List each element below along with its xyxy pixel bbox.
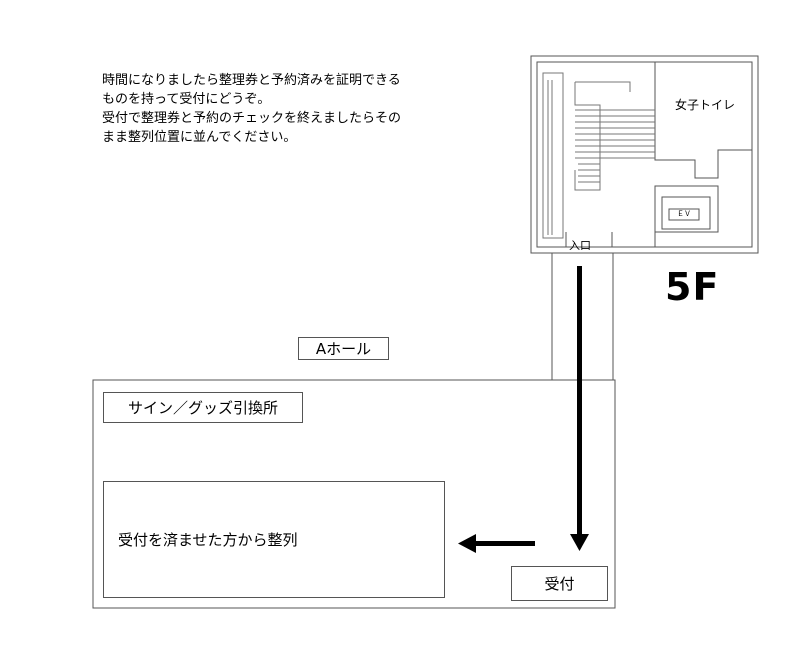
down-arrow-head: [570, 534, 589, 551]
staircase: [542, 72, 655, 239]
down-arrow-shaft: [577, 266, 582, 536]
hall-area: [92, 379, 616, 609]
building-5f: [530, 55, 759, 254]
arrow-down-icon: [570, 266, 589, 551]
entrance-label: 入口: [569, 239, 591, 252]
floor-label: 5F: [665, 265, 720, 309]
instructions: 時間になりましたら整理券と予約済みを証明できる ものを持って受付にどうぞ。 受付…: [102, 71, 462, 147]
building-inner-wall: [536, 61, 753, 248]
sign-goods-counter: サイン／グッズ引換所: [103, 392, 303, 423]
instruction-line: ものを持って受付にどうぞ。: [102, 92, 271, 107]
left-arrow-shaft: [474, 541, 535, 546]
reception-counter: 受付: [511, 566, 608, 601]
elevator-shaft: [654, 185, 719, 233]
instruction-line: 受付で整理券と予約のチェックを終えましたらその: [102, 111, 402, 126]
womens-restroom-label: 女子トイレ: [675, 98, 736, 112]
stair-outline: [542, 72, 564, 239]
queue-area-label: 受付を済ませた方から整列: [118, 531, 298, 549]
queue-area: 受付を済ませた方から整列: [103, 481, 445, 598]
instruction-line: まま整列位置に並んでください。: [102, 130, 297, 145]
corridor: [551, 253, 614, 380]
building-outer-wall: [530, 55, 759, 254]
restroom-walls: [654, 62, 752, 179]
lobby-walls: [565, 232, 656, 247]
elevator-car: [661, 196, 711, 230]
instruction-line: 時間になりましたら整理券と予約済みを証明できる: [102, 73, 401, 88]
left-arrow-head: [458, 534, 476, 553]
arrow-left-icon: [458, 534, 535, 553]
hall-label: Aホール: [298, 337, 389, 360]
stair-treads: [547, 80, 655, 235]
elevator-door: [668, 208, 700, 221]
elevator-label: ＥＶ: [677, 210, 691, 218]
